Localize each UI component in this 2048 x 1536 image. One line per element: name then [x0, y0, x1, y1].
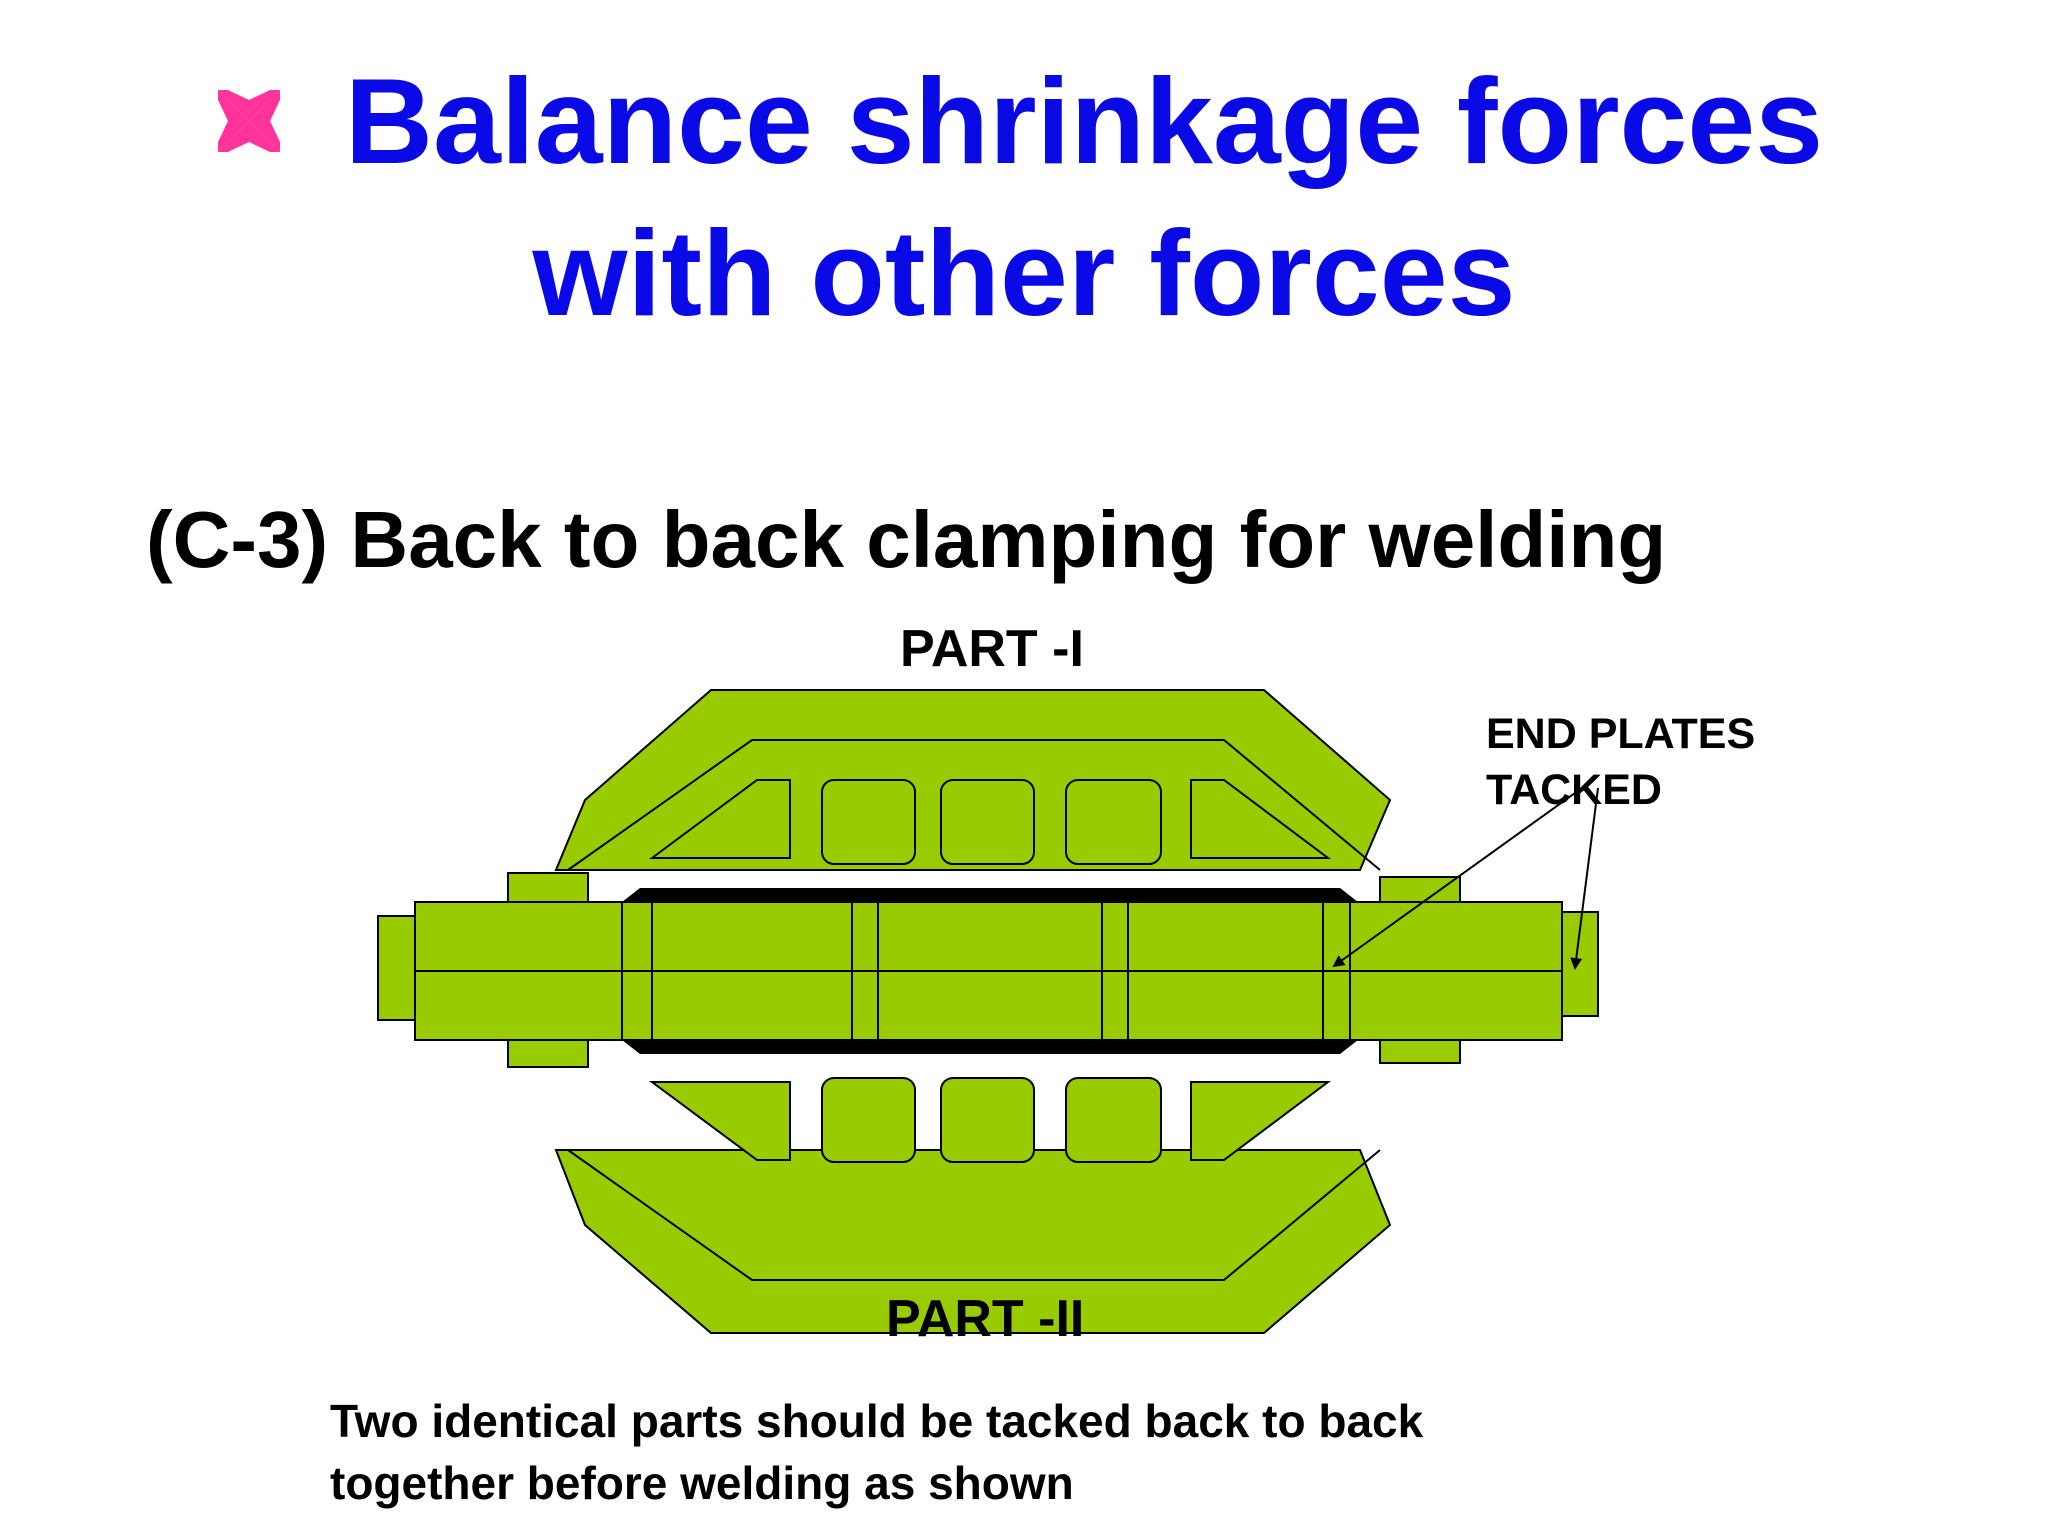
part-1-window [1065, 779, 1162, 865]
caption-line-1: Two identical parts should be tacked bac… [330, 1395, 1424, 1447]
part-2-window [821, 1077, 916, 1163]
part-1-inner-frame [567, 739, 1381, 871]
part-2-inner-frame [567, 1149, 1381, 1281]
beam-bottom-chord [622, 1040, 1358, 1054]
part-2-window [940, 1077, 1035, 1163]
pointer-arrow-2 [1570, 787, 1599, 970]
part-1-window [940, 779, 1035, 865]
part-2-window-right [1190, 1081, 1331, 1161]
part-1-window [821, 779, 916, 865]
slide-title-line-2: with other forces [532, 205, 1516, 341]
end-plates-label: END PLATES TACKED [1486, 706, 1755, 818]
slide-subtitle: (C-3) Back to back clamping for welding [146, 495, 1667, 584]
maltese-cross-icon [218, 90, 280, 152]
clamp-block [507, 872, 589, 903]
part-1-label: PART -I [900, 620, 1084, 678]
end-plate-left [377, 915, 416, 1021]
part-1-window-left [648, 779, 791, 859]
slide-title-line-1: Balance shrinkage forces [344, 53, 1824, 189]
part-2-window-left [648, 1081, 791, 1161]
part-2-outline [554, 1149, 1392, 1334]
caption-line-2: together before welding as shown [330, 1457, 1074, 1509]
pointer-arrow-1 [1332, 787, 1583, 968]
caption: Two identical parts should be tacked bac… [330, 1390, 1423, 1514]
end-plates-label-line-2: TACKED [1486, 766, 1662, 814]
part-2-label: PART -II [886, 1290, 1085, 1348]
end-plates-label-line-1: END PLATES [1486, 710, 1756, 758]
part-1-window-right [1190, 779, 1331, 859]
part-2-window [1065, 1077, 1162, 1163]
beam-top-chord [622, 888, 1358, 902]
clamp-block [507, 1039, 589, 1068]
